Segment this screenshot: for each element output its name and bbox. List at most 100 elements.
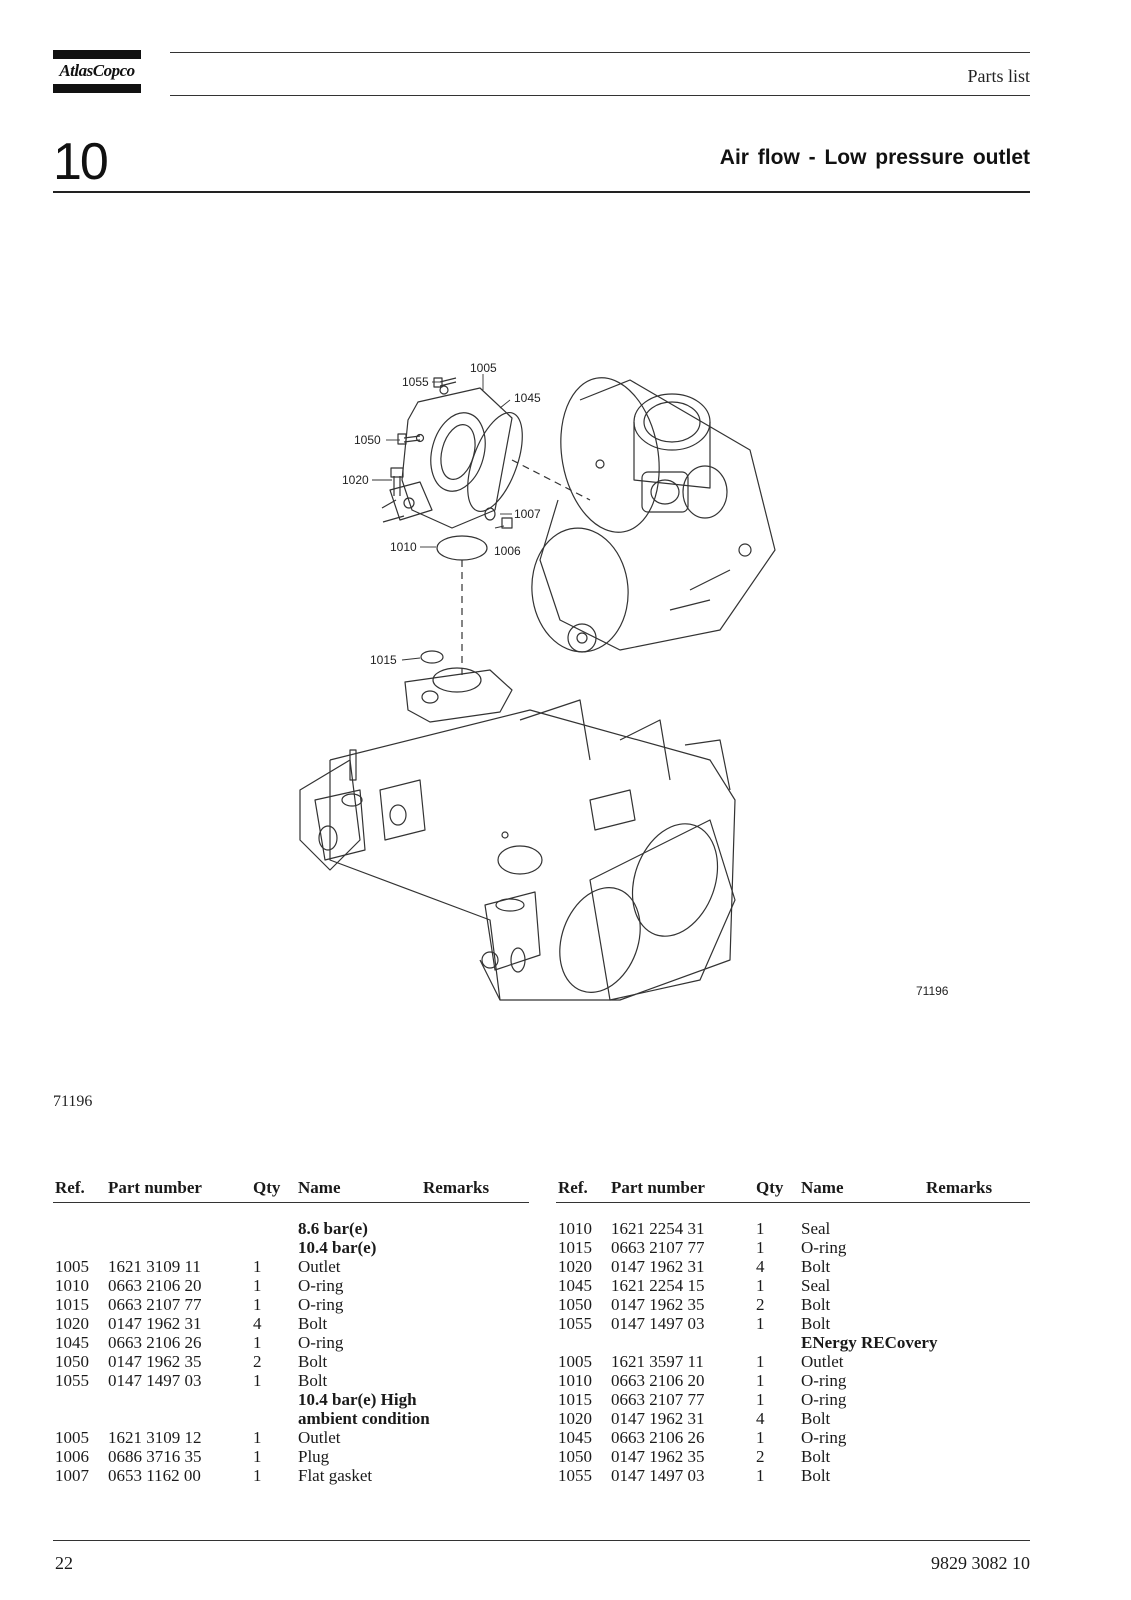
cell-qty: 2 — [756, 1295, 765, 1314]
cell-part-number: 0147 1497 03 — [108, 1371, 202, 1390]
cell-ref: 1045 — [558, 1428, 592, 1447]
cell-name: Flat gasket — [298, 1466, 373, 1485]
cell-qty: 1 — [756, 1390, 765, 1409]
header-rule-bottom — [170, 95, 1030, 96]
cell-ref: 1020 — [558, 1409, 592, 1428]
callout-leaders — [372, 374, 512, 661]
callout-1010: 1010 — [390, 540, 417, 554]
cell-name: Seal — [801, 1276, 831, 1295]
cell-name: Plug — [298, 1447, 330, 1466]
header-ref: Ref. — [55, 1178, 85, 1197]
cell-part-number: 0147 1962 31 — [611, 1409, 705, 1428]
callout-1006: 1006 — [494, 544, 521, 558]
cell-name: Bolt — [298, 1371, 328, 1390]
cell-name: Bolt — [801, 1314, 831, 1333]
table-row: 1045 1621 2254 15 1 Seal — [556, 1276, 1030, 1295]
callout-1055: 1055 — [402, 375, 429, 389]
cell-name: Outlet — [801, 1352, 844, 1371]
cell-qty: 1 — [756, 1276, 765, 1295]
cell-qty: 1 — [756, 1352, 765, 1371]
cell-name: 8.6 bar(e) — [298, 1219, 368, 1238]
header-label: Parts list — [967, 66, 1030, 86]
cell-ref: 1055 — [558, 1314, 592, 1333]
cell-part-number: 0147 1497 03 — [611, 1314, 705, 1333]
cell-ref: 1020 — [558, 1257, 592, 1276]
cell-ref: 1015 — [558, 1238, 592, 1257]
cell-ref: 1006 — [55, 1447, 89, 1466]
cell-part-number: 0653 1162 00 — [108, 1466, 201, 1485]
table-group-heading: ENergy RECovery — [556, 1333, 1030, 1352]
header-ref: Ref. — [558, 1178, 588, 1197]
callout-1045: 1045 — [514, 391, 541, 405]
cell-ref: 1015 — [55, 1295, 89, 1314]
compressor-element — [531, 377, 776, 653]
cell-ref: 1055 — [55, 1371, 89, 1390]
cell-part-number: 1621 2254 15 — [611, 1276, 705, 1295]
section-rule — [53, 191, 1030, 193]
cell-name: Bolt — [801, 1447, 831, 1466]
cell-name: 10.4 bar(e) — [298, 1238, 377, 1257]
cell-qty: 1 — [756, 1219, 765, 1238]
page-number: 22 — [55, 1553, 73, 1573]
cell-part-number: 0147 1962 35 — [611, 1295, 705, 1314]
cell-qty: 1 — [756, 1314, 765, 1333]
logo-wordmark: AtlasCopco — [59, 61, 135, 80]
cell-part-number: 0663 2107 77 — [611, 1390, 705, 1409]
cell-ref: 1007 — [55, 1466, 89, 1485]
logo-bar-top — [53, 50, 141, 59]
cell-name: O-ring — [801, 1238, 847, 1257]
cell-ref: 1010 — [558, 1219, 592, 1238]
cell-name: O-ring — [801, 1428, 847, 1447]
logo-bar-bottom — [53, 84, 141, 93]
cell-part-number: 0663 2106 26 — [611, 1428, 705, 1447]
cell-part-number: 0147 1962 35 — [108, 1352, 202, 1371]
cell-part-number: 1621 3109 12 — [108, 1428, 202, 1447]
figure-caption: 71196 — [53, 1093, 93, 1110]
cell-ref: 1010 — [558, 1371, 592, 1390]
header-name: Name — [298, 1178, 341, 1197]
cell-ref: 1005 — [55, 1257, 89, 1276]
cell-ref: 1050 — [55, 1352, 89, 1371]
cell-name: O-ring — [801, 1371, 847, 1390]
table-group-heading: ambient condition — [53, 1409, 529, 1428]
cell-ref: 1050 — [558, 1295, 592, 1314]
cell-name: Bolt — [801, 1257, 831, 1276]
cell-ref: 1045 — [558, 1276, 592, 1295]
cell-name: 10.4 bar(e) High — [298, 1390, 417, 1409]
table-group-heading: 10.4 bar(e) — [53, 1238, 529, 1257]
cell-part-number: 0663 2106 20 — [108, 1276, 202, 1295]
cell-name: Outlet — [298, 1257, 341, 1276]
cell-qty: 1 — [253, 1276, 262, 1295]
header-qty: Qty — [253, 1178, 281, 1197]
table-row: 1045 0663 2106 26 1 O-ring — [556, 1428, 1030, 1447]
cell-qty: 1 — [756, 1428, 765, 1447]
header-part-number: Part number — [611, 1178, 705, 1197]
cell-name: O-ring — [298, 1333, 344, 1352]
cell-ref: 1050 — [558, 1447, 592, 1466]
outlet-assembly — [381, 385, 523, 529]
header-part-number: Part number — [108, 1178, 202, 1197]
table-group-heading: 10.4 bar(e) High — [53, 1390, 529, 1409]
cell-part-number: 0147 1962 31 — [611, 1257, 705, 1276]
cell-qty: 1 — [253, 1257, 262, 1276]
cell-name: ambient condition — [298, 1409, 430, 1428]
header-rule-top — [170, 52, 1030, 53]
cell-part-number: 0147 1497 03 — [611, 1466, 705, 1485]
cell-part-number: 1621 2254 31 — [611, 1219, 705, 1238]
header-remarks: Remarks — [926, 1178, 993, 1197]
footer-rule — [53, 1540, 1030, 1541]
cell-name: Bolt — [801, 1466, 831, 1485]
callout-1050: 1050 — [354, 433, 381, 447]
callout-1015: 1015 — [370, 653, 397, 667]
cell-ref: 1010 — [55, 1276, 89, 1295]
cell-name: O-ring — [801, 1390, 847, 1409]
parts-table-left: Ref. Part number Qty Name Remarks 8.6 ba… — [53, 1176, 529, 1485]
